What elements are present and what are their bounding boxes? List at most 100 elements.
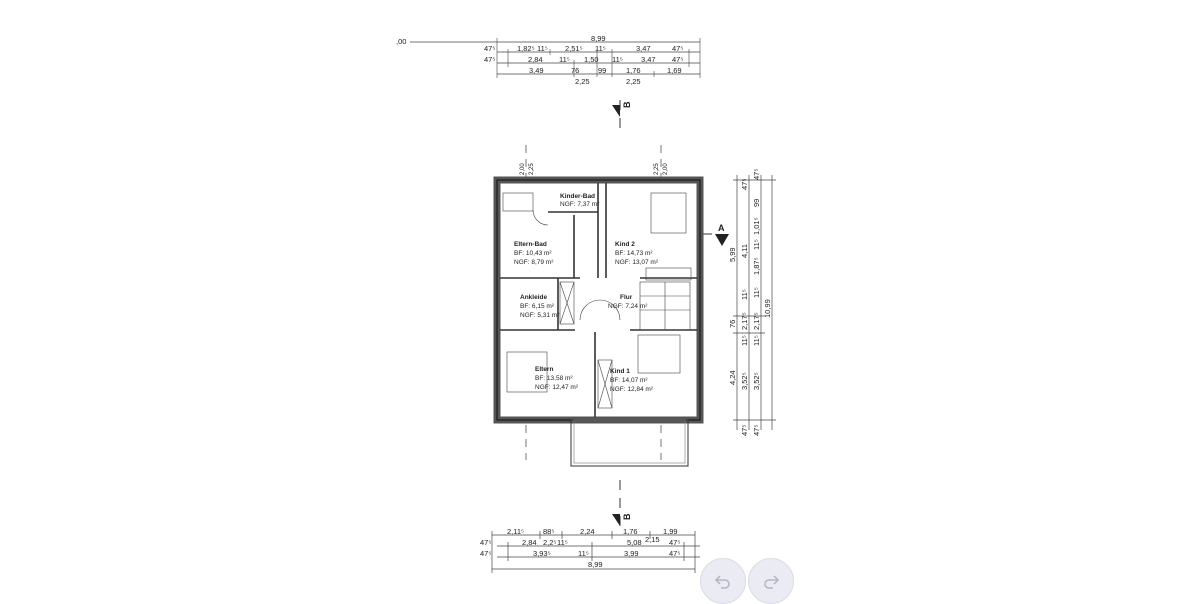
room-ankleide: Ankleide BF: 6,15 m² NGF: 5,31 m² (520, 294, 560, 319)
bottom-dim-row-3: 47⁵ 3,93⁵ 11⁵ 3,99 47⁵ (480, 549, 680, 558)
room-ngf: NGF: 7,37 m² (560, 201, 600, 208)
dim-label: 4,11 (740, 244, 749, 258)
dim-label: 2,2⁵ (543, 538, 557, 547)
room-ngf: NGF: 12,47 m² (535, 384, 579, 391)
dim-label: 2,51⁵ (565, 44, 583, 53)
dim-label: 47⁵ (480, 538, 491, 547)
room-flur: Flur NGF: 7,24 m² (608, 294, 648, 310)
redo-button[interactable] (748, 558, 794, 604)
dim-label: 2,84 (522, 538, 537, 547)
dim-label: 2,25 (654, 163, 660, 175)
dim-label: 2,00 (520, 163, 526, 175)
dim-label: 3,99 (624, 549, 639, 558)
room-name: Kind 2 (615, 241, 635, 248)
top-dim-row-2: 47⁵ 2,84 11⁵ 1,50 11⁵ 3,47 47⁵ (484, 55, 683, 64)
top-dim-row-1: 47⁵ 1,82⁵ 11⁵ 2,51⁵ 11⁵ 3,47 47⁵ (484, 44, 683, 53)
dim-label: 3,93⁵ (533, 549, 551, 558)
column-labels: 2,00 2,25 2,25 2,00 (520, 163, 669, 175)
room-ngf: NGF: 8,79 m² (514, 259, 554, 266)
dim-label: 47⁵ (484, 55, 495, 64)
dim-label: 47⁵ (740, 179, 749, 190)
room-name: Flur (620, 294, 633, 301)
dim-label: 2,15 (645, 535, 660, 544)
room-name: Kinder-Bad (560, 193, 595, 200)
right-dim-col-2: 47⁵ 4,11 11⁵ 2,17⁵ 11⁵ 3,52⁵ 47⁵ (740, 179, 749, 436)
top-dimension-lines (410, 38, 701, 78)
undo-button[interactable] (700, 558, 746, 604)
dim-label: 11⁵ (740, 335, 749, 346)
dim-label: 2,17⁵ (740, 312, 749, 330)
undo-arrow-icon (714, 575, 730, 589)
room-bf: BF: 6,15 m² (520, 303, 555, 310)
room-bf: BF: 14,07 m² (610, 377, 648, 384)
building-walls (493, 176, 704, 467)
room-name: Eltern-Bad (514, 241, 547, 248)
dim-label: 47⁵ (669, 538, 680, 547)
section-label: A (718, 223, 725, 233)
dim-label: 2,25 (626, 77, 641, 86)
dim-label: 11⁵ (537, 44, 548, 53)
redo-arrow-icon (764, 575, 780, 589)
dim-label: 47⁵ (752, 425, 761, 436)
room-kinder-bad: Kinder-Bad NGF: 7,37 m² (560, 193, 600, 208)
dim-label: 2,17⁵ (752, 312, 761, 330)
right-dim-col-3: 47⁵ 99 1,01⁵ 11⁵ 1,87⁵ 11⁵ 2,17⁵ 11⁵ 3,5… (752, 169, 761, 436)
room-kind-1: Kind 1 BF: 14,07 m² NGF: 12,84 m² (610, 368, 654, 393)
section-label: B (622, 101, 632, 108)
dim-label: 47⁵ (484, 44, 495, 53)
room-ngf: NGF: 7,24 m² (608, 303, 648, 310)
dim-label: 3,49 (529, 66, 544, 75)
bottom-dim-row-2: 47⁵ 2,84 2,2⁵ 11⁵ 5,08 2,15 47⁵ (480, 535, 680, 547)
dim-label: 47⁵ (740, 425, 749, 436)
dim-label: 2,11⁵ (507, 527, 524, 536)
dim-label: 1,87⁵ (752, 257, 761, 275)
dim-label: 2,84 (528, 55, 543, 64)
room-name: Eltern (535, 366, 553, 373)
dim-label: 8,99 (591, 34, 606, 43)
dim-label: 3,52⁵ (752, 372, 761, 390)
room-kind-2: Kind 2 BF: 14,73 m² NGF: 13,07 m² (615, 241, 659, 266)
dim-label: 47⁵ (672, 55, 683, 64)
section-marker-a: A (700, 223, 729, 246)
room-ngf: NGF: 12,84 m² (610, 386, 654, 393)
dim-label: 11⁵ (612, 55, 623, 64)
dim-label: 11⁵ (752, 239, 761, 250)
dim-label: 1,76 (626, 66, 641, 75)
room-bf: BF: 10,43 m² (514, 250, 552, 257)
dim-label: 2,00 (663, 163, 669, 175)
dim-label: 1,50 (584, 55, 599, 64)
section-label: B (622, 513, 632, 520)
dim-label: 2,24 (580, 527, 595, 536)
room-eltern: Eltern BF: 13,58 m² NGF: 12,47 m² (535, 366, 579, 391)
dim-label: 1,82⁵ (517, 44, 535, 53)
room-name: Ankleide (520, 294, 547, 301)
dim-label: 1,76 (623, 527, 638, 536)
room-ngf: NGF: 13,07 m² (615, 259, 659, 266)
dim-label: 47⁵ (672, 44, 683, 53)
dim-label: 47⁵ (752, 169, 761, 180)
room-bf: BF: 14,73 m² (615, 250, 653, 257)
dim-label: 99 (598, 66, 606, 75)
right-dim-col-1: 5,99 76 4,24 (728, 247, 737, 385)
dim-label: 11⁵ (578, 549, 589, 558)
dim-label: 11⁵ (557, 538, 568, 547)
dim-label: 2,25 (575, 77, 590, 86)
dim-label: 3,47 (641, 55, 656, 64)
top-dim-row-4: 2,25 2,25 (575, 77, 641, 86)
dim-label: 76 (728, 320, 737, 328)
dim-label: 10,99 (763, 299, 772, 318)
room-bf: BF: 13,58 m² (535, 375, 573, 382)
dim-label: 3,47 (636, 44, 651, 53)
dim-label: 11⁵ (752, 335, 761, 346)
dim-label: 5,99 (728, 247, 737, 262)
dim-label: 4,24 (728, 370, 737, 385)
dim-label: 1,99 (663, 527, 678, 536)
dim-label: 1,69 (667, 66, 682, 75)
dim-label: 99 (752, 199, 761, 207)
dim-label: 2,25 (529, 163, 535, 175)
dim-label: ,00 (396, 37, 406, 46)
dim-label: 3,52⁵ (740, 372, 749, 390)
furniture (502, 192, 692, 409)
room-eltern-bad: Eltern-Bad BF: 10,43 m² NGF: 8,79 m² (514, 241, 554, 266)
